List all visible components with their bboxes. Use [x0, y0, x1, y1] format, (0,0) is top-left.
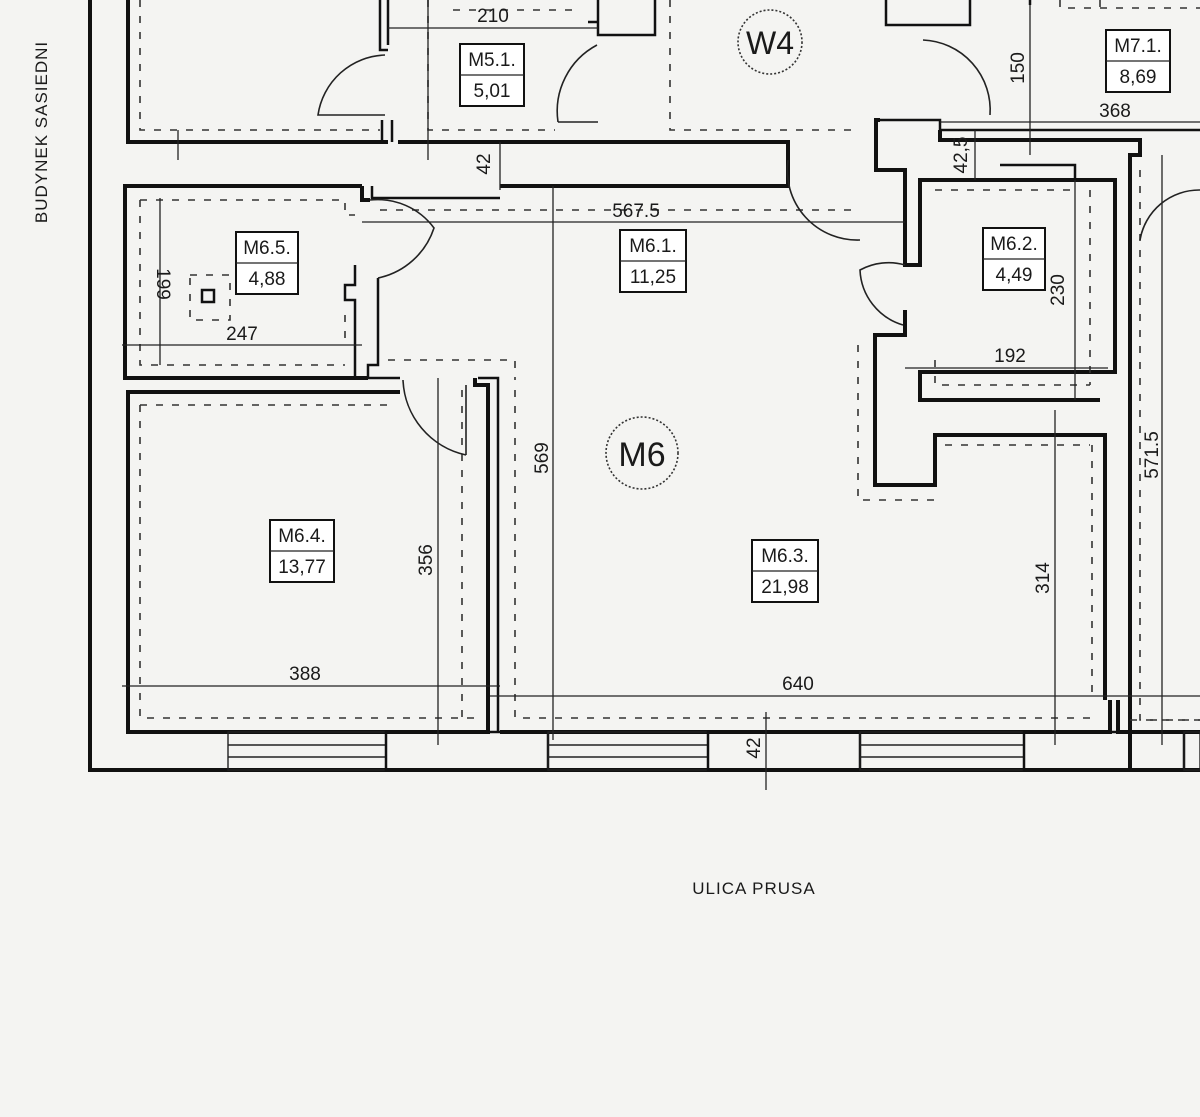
dim-571-5: 571.5 — [1142, 431, 1163, 479]
unit-label-w4: W4 — [746, 25, 794, 61]
room-area: 13,77 — [278, 557, 326, 578]
room-area: 11,25 — [630, 267, 676, 288]
dim-192: 192 — [994, 346, 1026, 367]
room-m6-5-walls — [123, 184, 370, 380]
dim-569: 569 — [532, 442, 553, 474]
room-label-m6-4: M6.4. 13,77 — [269, 519, 335, 583]
room-id: M6.1. — [629, 236, 677, 257]
dimension-lines — [122, 0, 1200, 790]
room-id: M6.2. — [990, 234, 1038, 255]
room-id: M6.3. — [761, 546, 809, 567]
top-rooms — [139, 0, 1200, 142]
door-swings — [317, 39, 1200, 456]
room-id: M6.4. — [278, 526, 326, 547]
dim-388: 388 — [289, 664, 321, 685]
room-label-m5-1: M5.1. 5,01 — [459, 43, 525, 107]
room-label-m6-3: M6.3. 21,98 — [751, 539, 819, 603]
outer-walls — [88, 0, 1200, 772]
dim-42-bottom: 42 — [744, 737, 765, 758]
room-id: M5.1. — [468, 50, 516, 71]
chimney-icon — [200, 288, 216, 304]
side-building-label: BUDYNEK SASIEDNI — [32, 41, 51, 223]
room-id: M7.1. — [1114, 36, 1162, 57]
room-label-m6-5: M6.5. 4,88 — [235, 231, 299, 295]
room-area: 5,01 — [474, 81, 511, 102]
room-area: 8,69 — [1120, 67, 1157, 88]
room-area: 4,88 — [249, 269, 286, 290]
dim-210: 210 — [477, 6, 509, 27]
dim-42-top: 42 — [474, 153, 495, 174]
dim-247: 247 — [226, 324, 258, 345]
unit-circles — [605, 9, 803, 490]
room-label-m7-1: M7.1. 8,69 — [1105, 29, 1171, 93]
room-label-m6-2: M6.2. 4,49 — [982, 227, 1046, 291]
street-label: ULICA PRUSA — [692, 879, 815, 898]
room-m6-3-walls — [500, 390, 1200, 734]
dim-368: 368 — [1099, 101, 1131, 122]
room-area: 4,49 — [996, 265, 1033, 286]
room-id: M6.5. — [243, 238, 291, 259]
dim-42-5: 42,5 — [951, 137, 972, 174]
dim-356: 356 — [416, 544, 437, 576]
room-area: 21,98 — [761, 577, 809, 598]
room-m6-2-walls — [857, 118, 1200, 770]
dim-640: 640 — [782, 674, 814, 695]
dim-199: 199 — [152, 268, 173, 300]
windows — [227, 730, 1200, 772]
dim-567-5: 567.5 — [612, 201, 660, 222]
dim-230: 230 — [1048, 274, 1069, 306]
room-label-m6-1: M6.1. 11,25 — [619, 229, 687, 293]
dim-150: 150 — [1008, 52, 1029, 84]
room-m6-1-walls — [366, 186, 860, 380]
unit-label-m6: M6 — [618, 436, 665, 474]
dim-314: 314 — [1033, 562, 1054, 594]
